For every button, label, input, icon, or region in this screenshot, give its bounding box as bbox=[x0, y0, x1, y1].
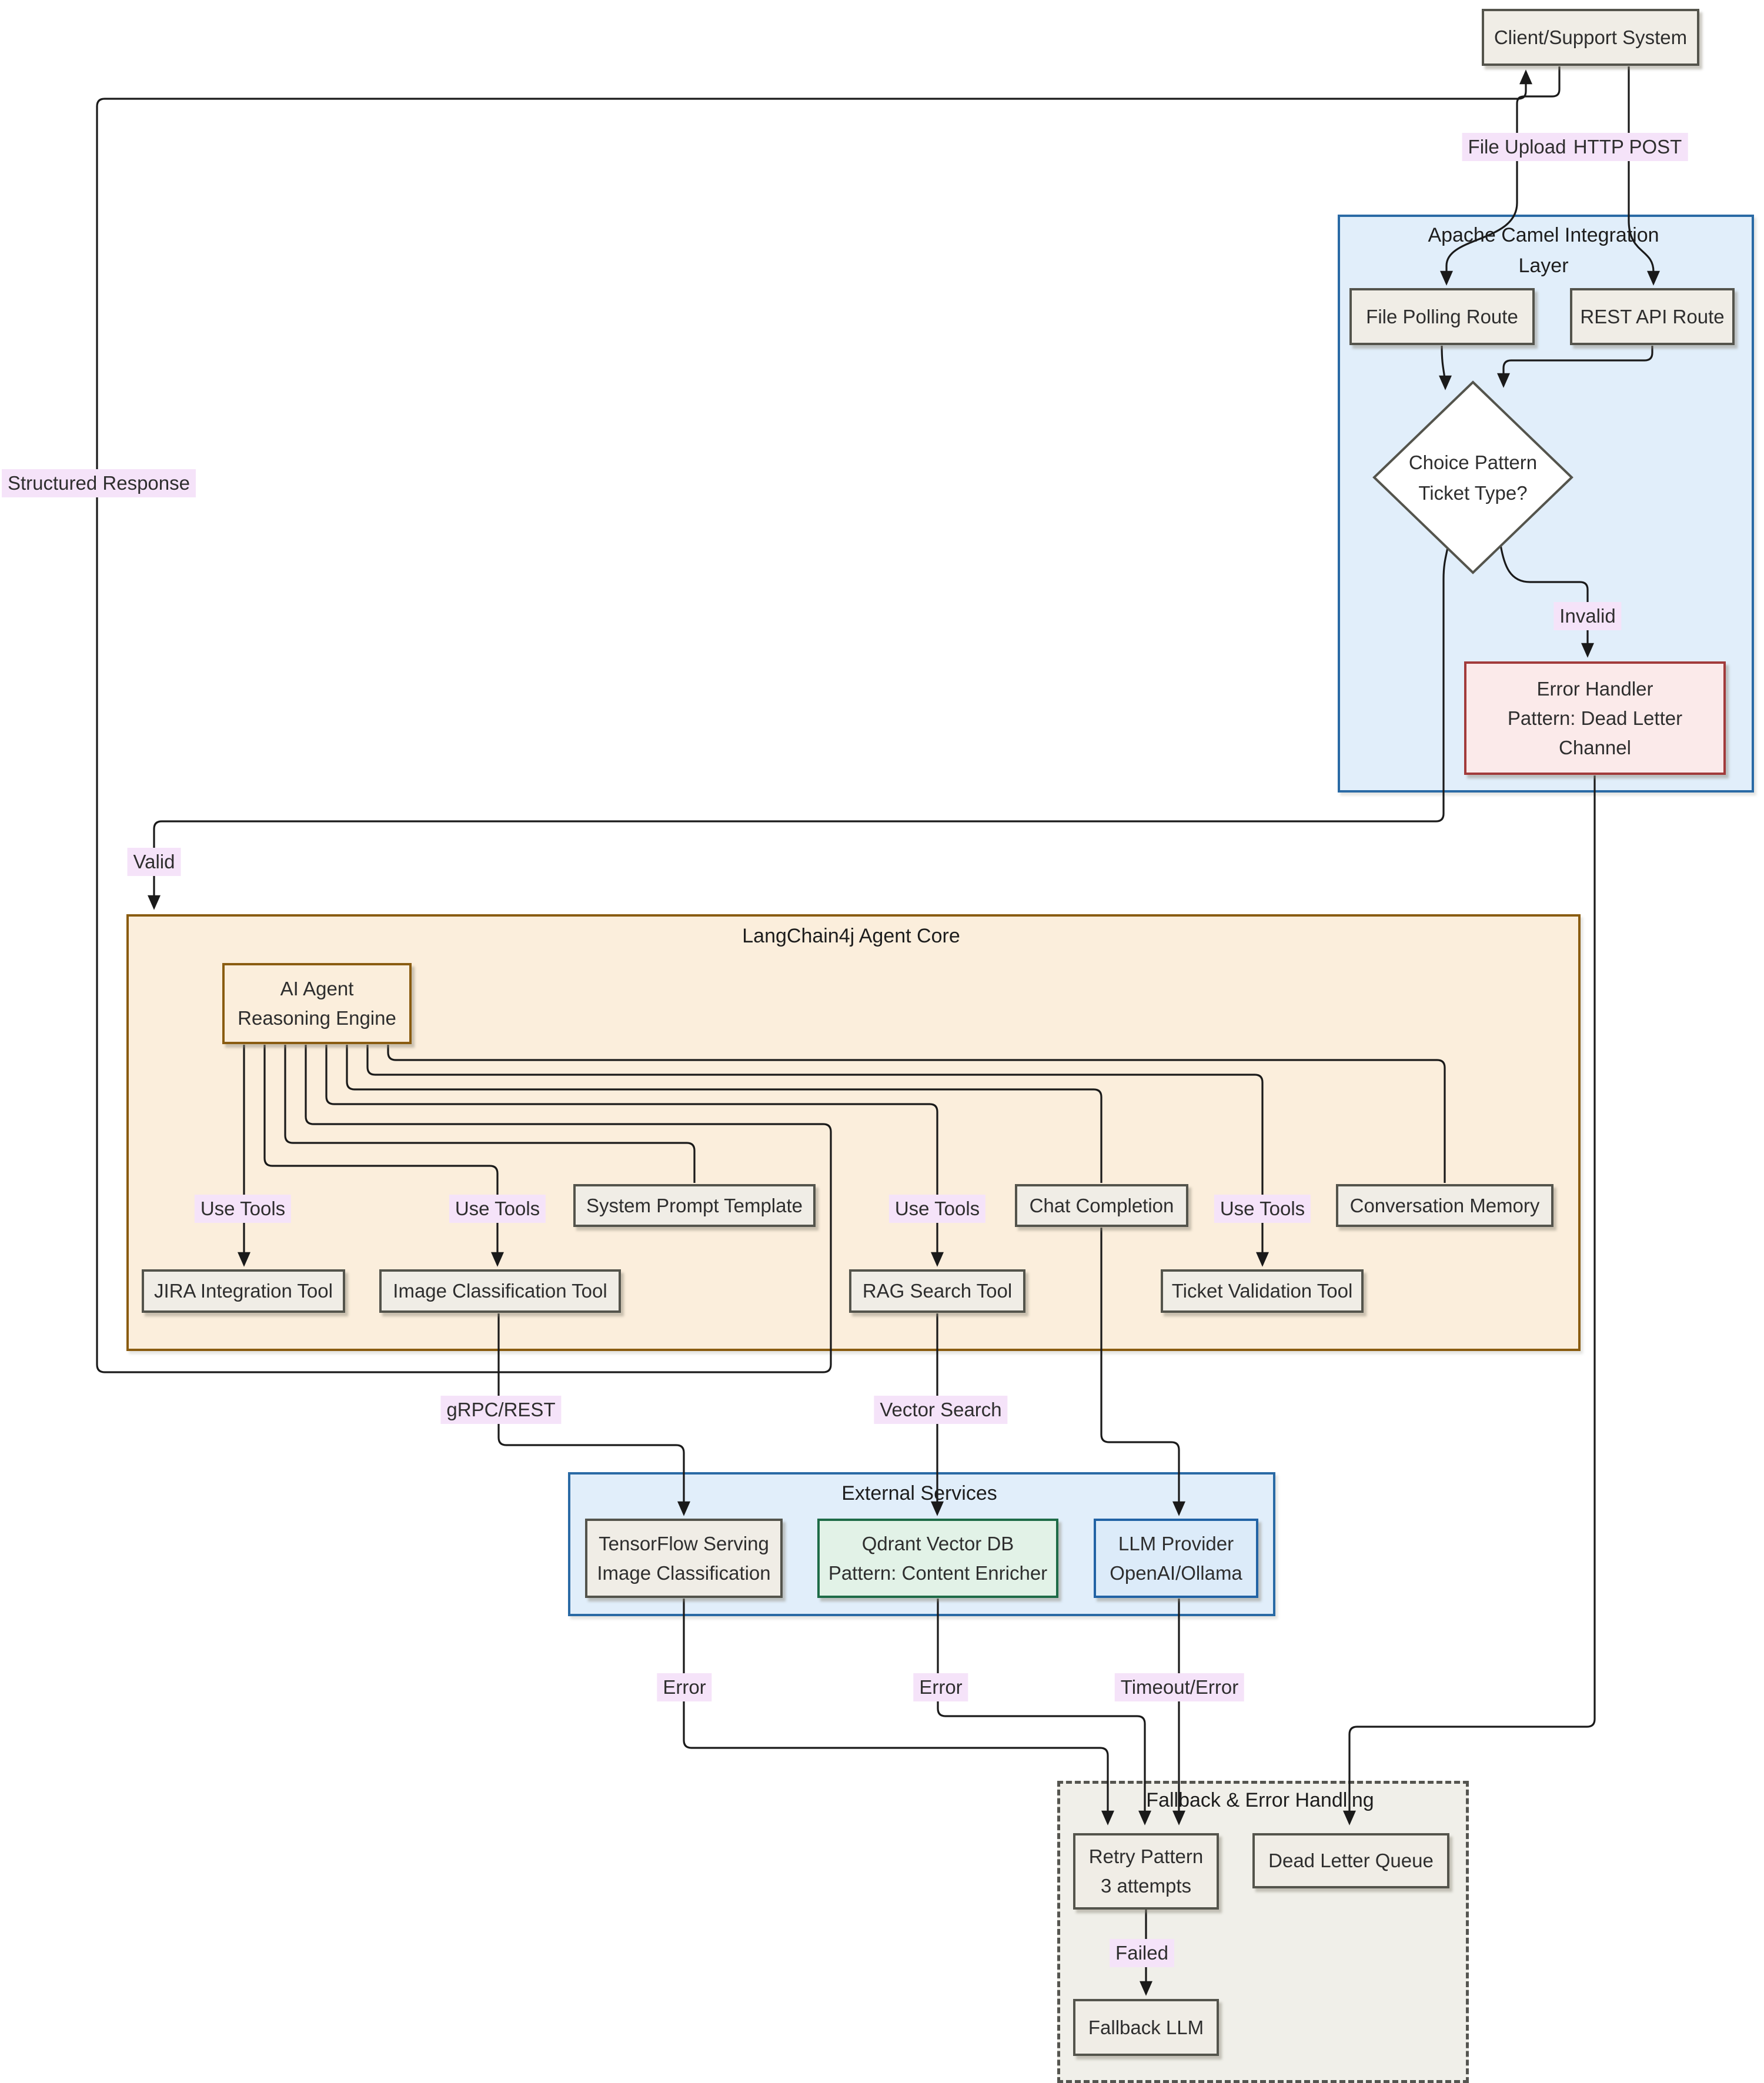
chat-completion-label: Chat Completion bbox=[1029, 1194, 1174, 1216]
node-rag-search-tool: RAG Search Tool bbox=[849, 1269, 1025, 1313]
edge-label-failed: Failed bbox=[1110, 1939, 1174, 1967]
file-polling-label: File Polling Route bbox=[1366, 305, 1518, 327]
qdrant-line1: Qdrant Vector DB bbox=[861, 1532, 1014, 1554]
node-dead-letter-queue: Dead Letter Queue bbox=[1252, 1833, 1449, 1888]
choice-line1: Choice Pattern bbox=[1408, 451, 1538, 473]
client-label: Client/Support System bbox=[1494, 26, 1688, 48]
edge-label-use-tools-ticket: Use Tools bbox=[1214, 1195, 1311, 1223]
error-handler-line2: Pattern: Dead Letter bbox=[1507, 707, 1683, 729]
choice-line2: Ticket Type? bbox=[1418, 482, 1528, 504]
rest-api-label: REST API Route bbox=[1580, 305, 1725, 327]
edge-label-error-qdrant: Error bbox=[913, 1673, 968, 1701]
node-conversation-memory: Conversation Memory bbox=[1336, 1184, 1553, 1227]
edge-label-vector-search: Vector Search bbox=[874, 1396, 1008, 1424]
dlq-label: Dead Letter Queue bbox=[1268, 1850, 1434, 1871]
edge-label-invalid: Invalid bbox=[1553, 602, 1622, 630]
edge-label-structured-response: Structured Response bbox=[1, 469, 196, 497]
system-prompt-label: System Prompt Template bbox=[586, 1194, 803, 1216]
edge-valid bbox=[148, 547, 1449, 910]
node-fallback-llm: Fallback LLM bbox=[1073, 1999, 1219, 2056]
node-error-handler: Error Handler Pattern: Dead Letter Chann… bbox=[1464, 661, 1726, 775]
node-system-prompt-template: System Prompt Template bbox=[573, 1184, 816, 1227]
camel-title-line2: Layer bbox=[1518, 255, 1569, 277]
edge-label-error-tf: Error bbox=[657, 1673, 712, 1701]
conversation-memory-label: Conversation Memory bbox=[1349, 1194, 1540, 1216]
qdrant-line2: Pattern: Content Enricher bbox=[828, 1562, 1048, 1584]
ai-agent-line2: Reasoning Engine bbox=[238, 1007, 396, 1029]
fallback-container-title: Fallback & Error Handling bbox=[1146, 1789, 1374, 1811]
node-jira-integration-tool: JIRA Integration Tool bbox=[142, 1269, 345, 1313]
external-container-title: External Services bbox=[841, 1482, 997, 1504]
fallback-llm-label: Fallback LLM bbox=[1088, 2016, 1204, 2038]
jira-tool-label: JIRA Integration Tool bbox=[154, 1280, 333, 1302]
node-retry-pattern: Retry Pattern 3 attempts bbox=[1073, 1833, 1219, 1910]
langchain-container-title: LangChain4j Agent Core bbox=[742, 925, 960, 947]
edge-label-valid: Valid bbox=[127, 848, 181, 876]
tensorflow-line2: Image Classification bbox=[597, 1562, 771, 1584]
retry-line1: Retry Pattern bbox=[1088, 1845, 1204, 1867]
node-ticket-validation-tool: Ticket Validation Tool bbox=[1161, 1269, 1364, 1313]
edge-label-timeout-error: Timeout/Error bbox=[1114, 1673, 1245, 1701]
node-file-polling-route: File Polling Route bbox=[1349, 288, 1535, 345]
edge-label-use-tools-image: Use Tools bbox=[449, 1195, 546, 1223]
llm-line1: LLM Provider bbox=[1118, 1532, 1234, 1554]
error-handler-line3: Channel bbox=[1559, 736, 1631, 758]
node-choice-pattern: Choice Pattern Ticket Type? bbox=[1385, 444, 1561, 511]
camel-container-title: Apache Camel Integration Layer bbox=[1338, 220, 1749, 281]
image-tool-label: Image Classification Tool bbox=[393, 1280, 607, 1302]
node-llm-provider: LLM Provider OpenAI/Ollama bbox=[1094, 1519, 1258, 1598]
error-handler-line1: Error Handler bbox=[1536, 677, 1653, 700]
rag-tool-label: RAG Search Tool bbox=[862, 1280, 1013, 1302]
edge-tf-retry bbox=[683, 1599, 1114, 1825]
node-image-classification-tool: Image Classification Tool bbox=[379, 1269, 621, 1313]
retry-line2: 3 attempts bbox=[1100, 1875, 1192, 1897]
node-rest-api-route: REST API Route bbox=[1570, 288, 1735, 345]
node-chat-completion: Chat Completion bbox=[1015, 1184, 1188, 1227]
ai-agent-line1: AI Agent bbox=[280, 978, 354, 999]
tensorflow-line1: TensorFlow Serving bbox=[599, 1532, 769, 1554]
edge-label-http-post: HTTP POST bbox=[1567, 133, 1688, 161]
edge-label-file-upload: File Upload bbox=[1462, 133, 1572, 161]
ticket-tool-label: Ticket Validation Tool bbox=[1171, 1280, 1353, 1302]
edge-label-use-tools-rag: Use Tools bbox=[888, 1195, 986, 1223]
node-tensorflow-serving: TensorFlow Serving Image Classification bbox=[585, 1519, 783, 1598]
camel-title-line1: Apache Camel Integration bbox=[1428, 224, 1659, 246]
edge-label-use-tools-jira: Use Tools bbox=[194, 1195, 292, 1223]
llm-line2: OpenAI/Ollama bbox=[1110, 1562, 1242, 1584]
node-ai-agent: AI Agent Reasoning Engine bbox=[222, 963, 412, 1044]
node-qdrant-vector-db: Qdrant Vector DB Pattern: Content Enrich… bbox=[817, 1519, 1058, 1598]
node-client-support-system: Client/Support System bbox=[1482, 9, 1699, 66]
edge-label-grpc-rest: gRPC/REST bbox=[440, 1396, 562, 1424]
